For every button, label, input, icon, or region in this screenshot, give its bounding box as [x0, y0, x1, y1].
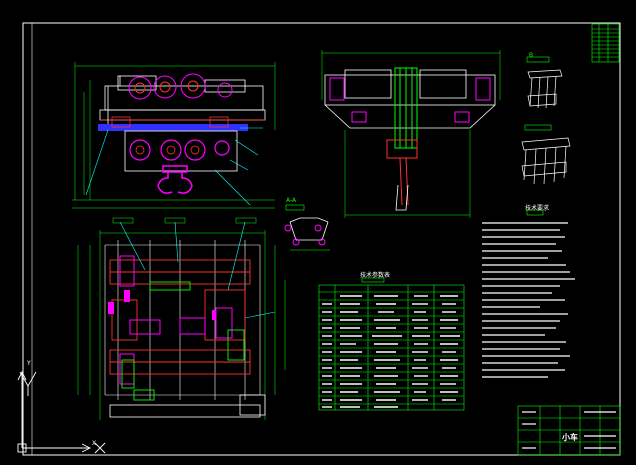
section-a-label: A-A	[286, 197, 297, 204]
revision-table	[591, 23, 620, 63]
detail-view-upper	[527, 69, 563, 109]
section-view-small	[284, 204, 330, 251]
ucs-x-label: X	[92, 440, 97, 447]
parameter-table-title: 技术参数表	[360, 272, 391, 279]
parameter-table	[318, 284, 465, 411]
inner-frame	[31, 22, 621, 456]
plan-view	[77, 217, 286, 420]
side-view	[321, 50, 501, 218]
parameter-table-text	[322, 295, 460, 408]
detail-b-label: B	[529, 52, 534, 59]
notes-title: 技术要求	[525, 205, 550, 212]
detail-view-lower	[521, 137, 571, 185]
ucs-y-label: Y	[27, 360, 31, 367]
title-block-name: 小车	[562, 433, 578, 442]
ucs-icon	[17, 370, 106, 454]
front-view	[72, 62, 276, 209]
title-block	[517, 405, 621, 456]
technical-notes	[482, 222, 575, 378]
